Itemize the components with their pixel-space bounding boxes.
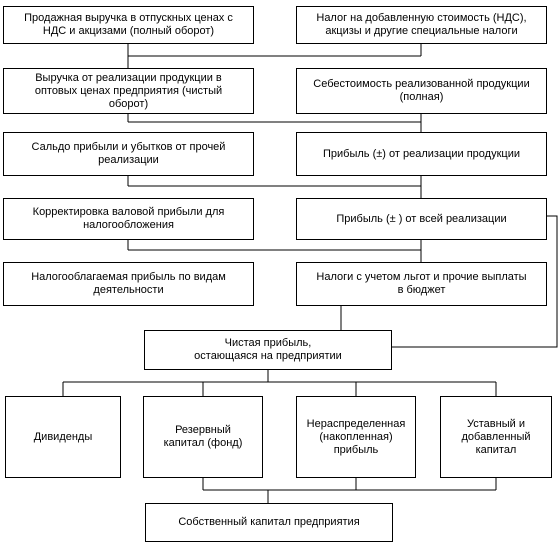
gross-revenue-box: Продажная выручка в отпускных ценах с НД… (3, 6, 254, 44)
net-revenue-box: Выручка от реализации продукции в оптовы… (3, 68, 254, 114)
dividends-box: Дивиденды (5, 396, 121, 478)
taxes-payments-box: Налоги с учетом льгот и прочие выплаты в… (296, 262, 547, 306)
charter-capital-box: Уставный и добавленный капитал (440, 396, 552, 478)
profit-all-sales-box: Прибыль (± ) от всей реализации (296, 198, 547, 240)
cost-of-sales-box: Себестоимость реализованной продукции (п… (296, 68, 547, 114)
equity-box: Собственный капитал предприятия (145, 503, 393, 542)
net-profit-box: Чистая прибыль, остающаяся на предприяти… (144, 330, 392, 370)
profit-product-sales-box: Прибыль (±) от реализации продукции (296, 132, 547, 176)
retained-earnings-box: Нераспределенная (накопленная) прибыль (296, 396, 416, 478)
other-sales-balance-box: Сальдо прибыли и убытков от прочей реали… (3, 132, 254, 176)
tax-adjustment-box: Корректировка валовой прибыли для налого… (3, 198, 254, 240)
taxable-profit-box: Налогооблагаемая прибыль по видам деятел… (3, 262, 254, 306)
connector (392, 215, 558, 348)
vat-taxes-box: Налог на добавленную стоимость (НДС), ак… (296, 6, 547, 44)
reserve-capital-box: Резервный капитал (фонд) (143, 396, 263, 478)
